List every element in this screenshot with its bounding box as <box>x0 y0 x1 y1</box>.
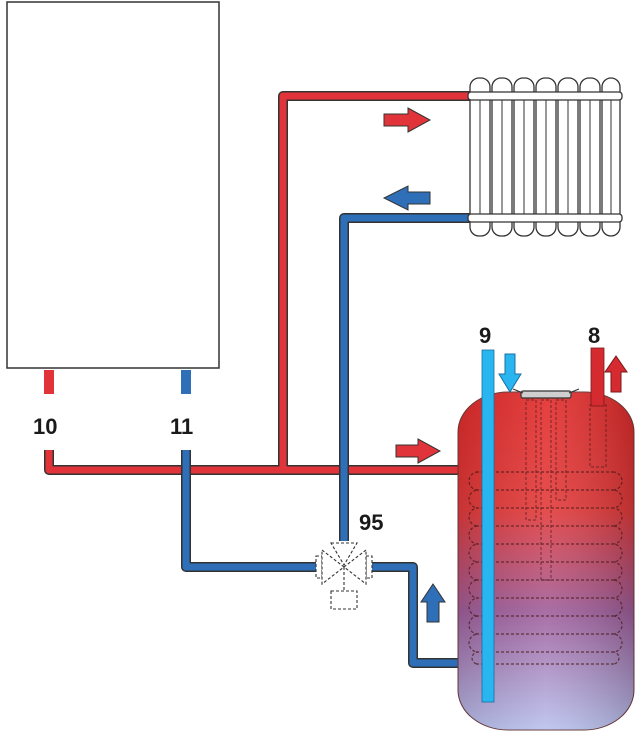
label-hot-water-out: 8 <box>588 323 600 348</box>
cold-water-pipe <box>481 349 495 703</box>
hot-water-tank <box>457 388 635 731</box>
label-boiler-return: 11 <box>170 414 193 439</box>
arrow-left-icon <box>382 185 431 211</box>
arrow-right-icon <box>383 107 432 133</box>
boiler-body <box>6 1 220 369</box>
three-way-valve <box>315 542 373 610</box>
valve-actuator <box>330 590 358 610</box>
heating-coil <box>468 471 623 665</box>
tank-top-fitting <box>512 388 580 399</box>
flow-arrows <box>382 107 628 623</box>
label-cold-water-in: 9 <box>479 323 491 348</box>
flow-pipe <box>45 92 478 474</box>
arrow-up-icon <box>604 355 628 393</box>
label-boiler-flow: 10 <box>33 414 57 439</box>
boiler <box>6 1 220 394</box>
arrow-right-icon <box>395 438 442 464</box>
hot-water-pipe <box>590 347 605 407</box>
arrow-up-icon <box>420 583 446 623</box>
radiator-top-header <box>467 91 623 101</box>
arrow-down-icon <box>498 353 522 393</box>
return-pipe <box>182 214 478 667</box>
radiator-bottom-header <box>467 213 623 223</box>
radiator <box>467 77 623 237</box>
boiler-flow-stub <box>44 370 54 394</box>
label-three-way-valve: 95 <box>359 510 383 535</box>
boiler-return-stub <box>181 370 191 394</box>
